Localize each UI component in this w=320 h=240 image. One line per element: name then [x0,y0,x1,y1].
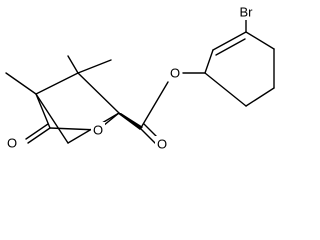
ring-bond-6 [204,72,247,107]
back-bridge-bond [35,93,69,144]
ring-oxygen-atom: O [91,122,105,138]
cyclohexene-ring [204,19,275,107]
atom-labels: Br O O O O [5,4,256,152]
ester-group [139,72,206,146]
methyl-bond-left [5,72,37,95]
bridge-bond [77,72,120,114]
ketone-double-bond-a [27,127,51,144]
ester-oxygen-atom: O [168,65,182,81]
ring-bond-1 [204,49,214,74]
bromine-atom: Br [236,4,256,20]
ester-c-o-bond [141,81,169,127]
ketone-oxygen-atom: O [5,135,19,151]
ring-oxygen-label: O [93,123,103,138]
ring-bond-3 [245,31,275,50]
gem-dimethyl-bond-1 [67,55,79,74]
ketone-oxygen-label: O [7,136,17,151]
carbon-chain-bond [35,93,51,129]
bridgehead-bond [35,72,79,95]
carbonyl-double-bond-a [139,127,158,146]
skeletal-structure: Br O O O O [5,4,275,152]
molecule-diagram: Br O O O O [5,4,275,152]
carbonyl-oxygen-atom: O [155,136,169,152]
ring-double-bond-b [215,38,246,56]
ring-bond-5 [245,87,275,107]
ring-double-bond-a [212,31,247,51]
bromine-label: Br [240,5,254,20]
gem-dimethyl-bond-2 [77,59,112,74]
carbonyl-oxygen-label: O [157,137,167,152]
bicyclic-core [5,55,120,144]
ketone-double-bond-b [25,123,49,140]
ester-oxygen-label: O [170,66,180,81]
stereo-wedge-bond [117,113,143,130]
